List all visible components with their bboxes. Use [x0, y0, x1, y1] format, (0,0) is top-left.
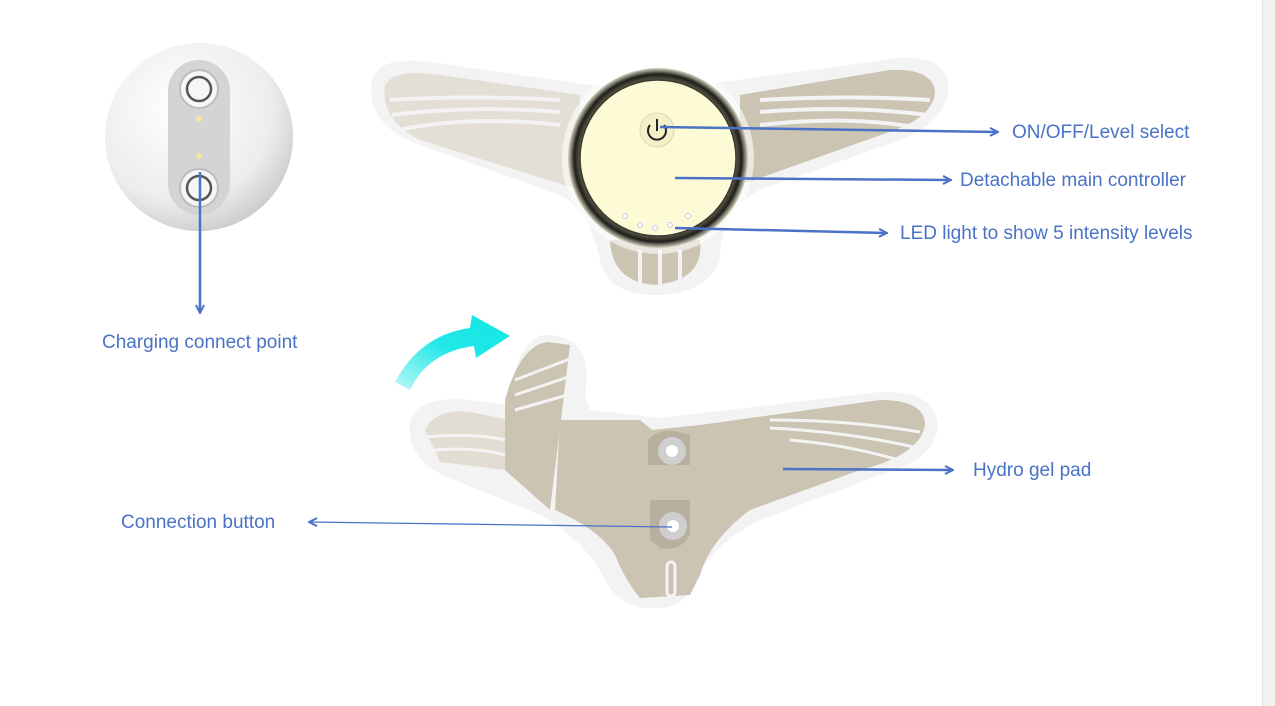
right-edge-bar [1262, 0, 1275, 706]
charging-device [105, 43, 293, 231]
label-connection-button: Connection button [121, 512, 276, 533]
label-led-light: LED light to show 5 intensity levels [900, 223, 1193, 244]
pad-with-controller [371, 57, 949, 296]
leader-arrows [200, 125, 997, 528]
power-button-icon [639, 112, 675, 148]
label-on-off-level-select: ON/OFF/Level select [1012, 122, 1190, 143]
flip-arrow-icon [395, 315, 510, 390]
label-charging-connect-point: Charging connect point [102, 332, 298, 353]
led-indicators [622, 213, 691, 231]
label-hydro-gel-pad: Hydro gel pad [973, 460, 1092, 481]
label-detachable-controller: Detachable main controller [960, 170, 1187, 191]
hydro-gel-pad [409, 335, 938, 609]
